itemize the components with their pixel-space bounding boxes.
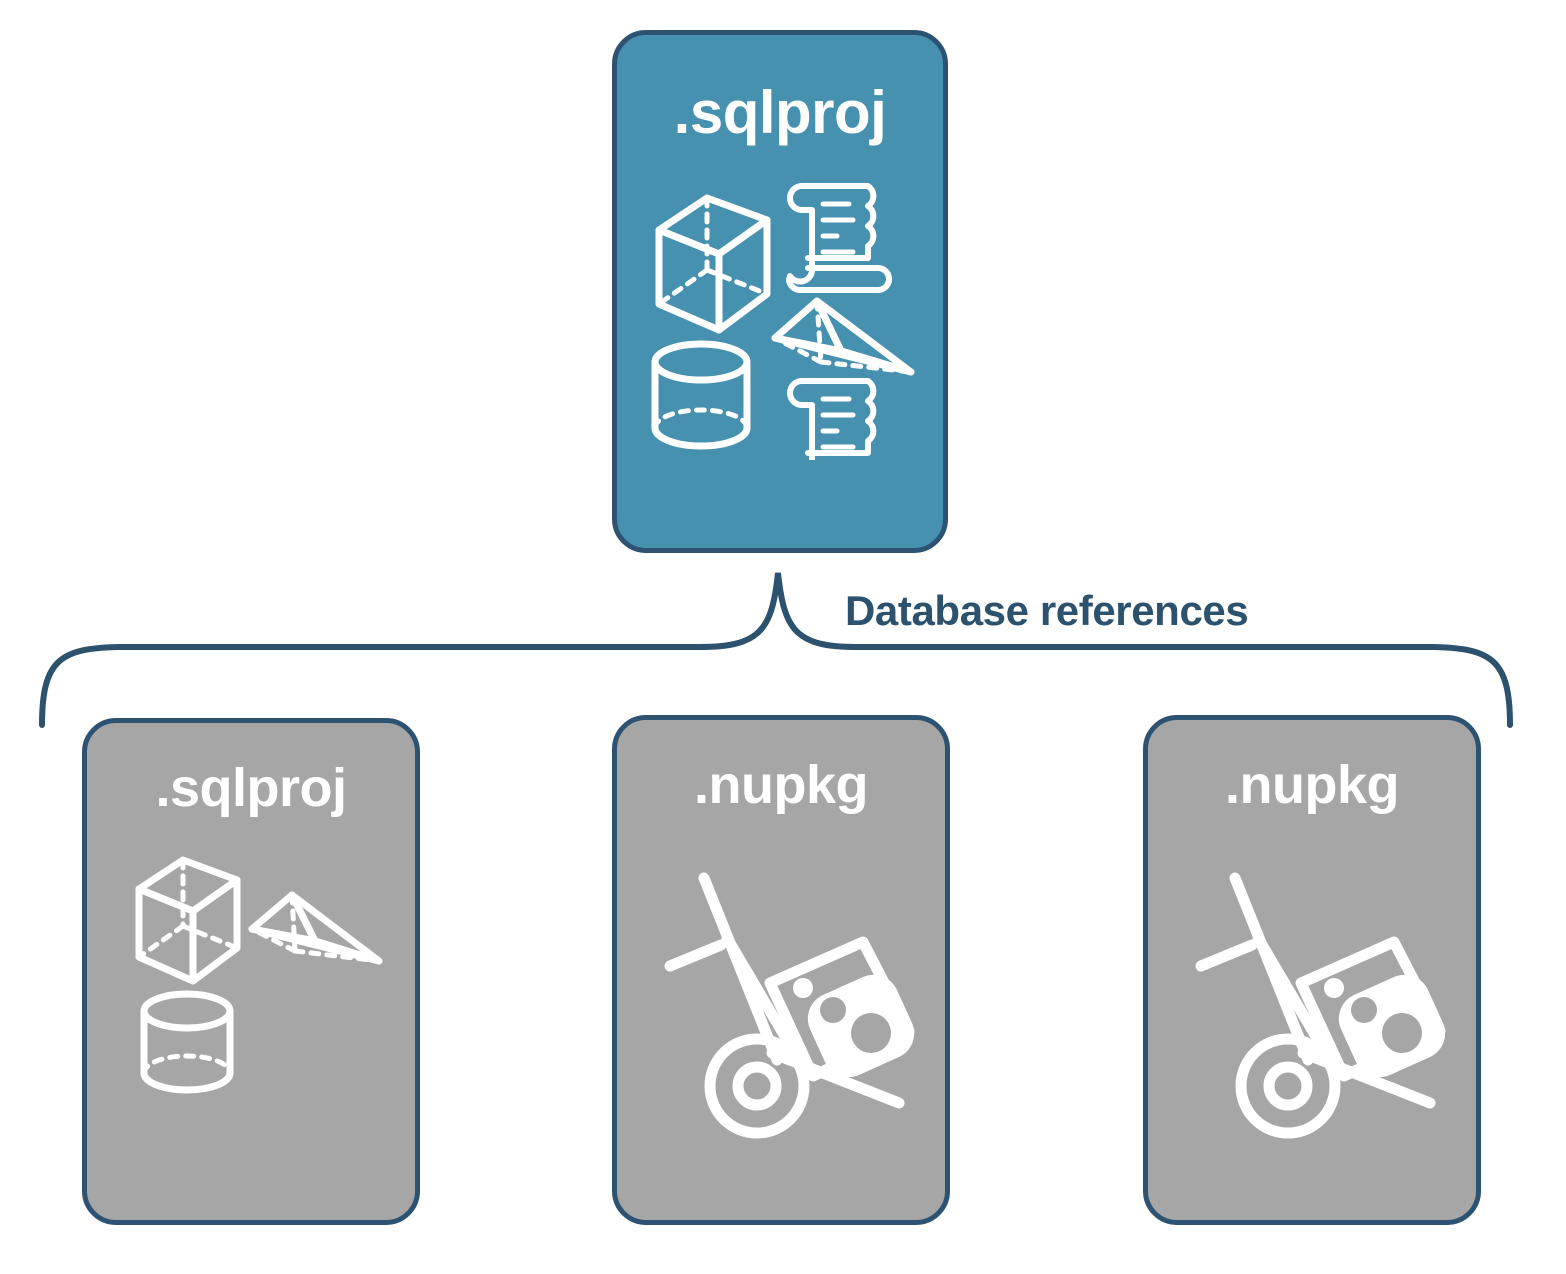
node-nupkg-first[interactable]: .nupkg [612, 715, 950, 1225]
brace-label: Database references [845, 587, 1249, 634]
cube-icon [135, 856, 241, 985]
cube-icon [655, 194, 771, 334]
sqlproj-icon-cluster [87, 841, 415, 1201]
node-sqlproj-reference[interactable]: .sqlproj [82, 718, 420, 1225]
script-scroll-icon [786, 378, 892, 488]
node-nupkg-first-label: .nupkg [694, 755, 868, 815]
root-icon-cluster [645, 170, 925, 488]
cylinder-icon [140, 990, 234, 1094]
script-scroll-icon [786, 183, 892, 293]
cylinder-icon [651, 340, 751, 450]
node-sqlproj-root[interactable]: .sqlproj [612, 30, 948, 553]
nupkg-icon-cluster [1148, 838, 1476, 1198]
pyramid-icon [248, 891, 383, 965]
node-nupkg-second-label: .nupkg [1225, 755, 1399, 815]
nuget-package-handtruck-icon [1195, 872, 1446, 1139]
nupkg-icon-cluster [617, 838, 945, 1198]
node-sqlproj-reference-label: .sqlproj [155, 758, 347, 818]
node-nupkg-second[interactable]: .nupkg [1143, 715, 1481, 1225]
node-sqlproj-root-label: .sqlproj [673, 79, 887, 146]
pyramid-icon [771, 297, 915, 376]
nuget-package-handtruck-icon [664, 872, 915, 1139]
